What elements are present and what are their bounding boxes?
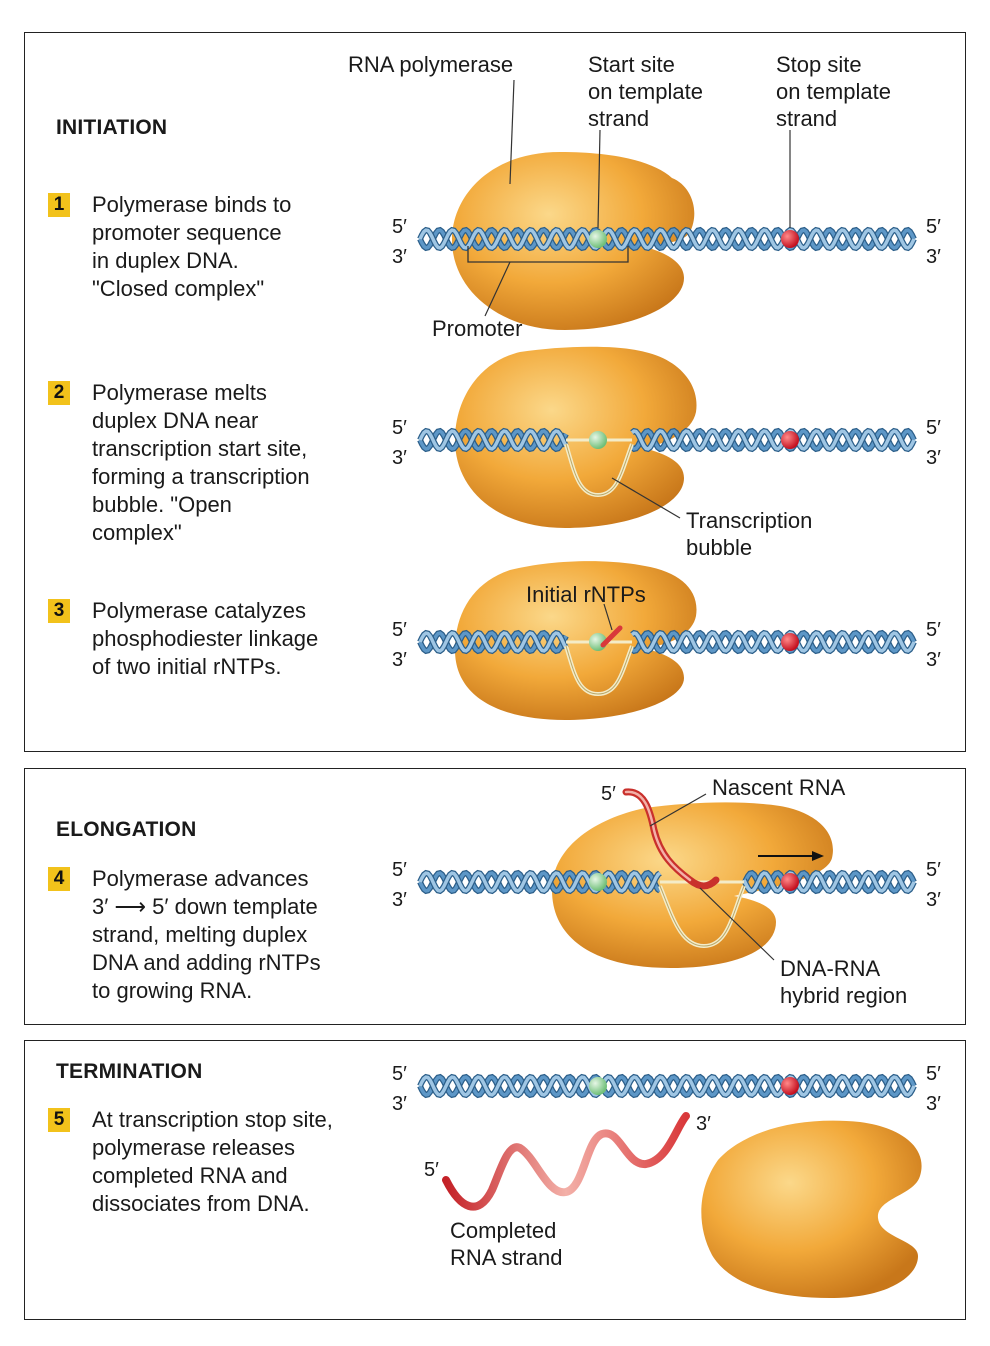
label-nascent-rna: Nascent RNA bbox=[712, 775, 846, 800]
start-site-marker bbox=[589, 1077, 607, 1095]
three-prime-label: 3′ bbox=[392, 649, 407, 671]
label-completed-rna-2: RNA strand bbox=[450, 1245, 563, 1270]
label-hybrid-region-1: DNA-RNA bbox=[780, 956, 881, 981]
five-prime-label: 5′ bbox=[926, 216, 941, 238]
label-transcription-bubble-1: Transcription bbox=[686, 508, 812, 533]
step-text: Polymerase advances 3′ ⟶ 5′ down templat… bbox=[92, 866, 321, 1003]
three-prime-label: 3′ bbox=[926, 246, 941, 268]
five-prime-label: 5′ bbox=[926, 859, 941, 881]
promoter-bracket bbox=[467, 246, 629, 263]
rna-polymerase-released bbox=[701, 1120, 922, 1298]
nascent-rna-highlight bbox=[624, 790, 692, 882]
five-prime-label: 5′ bbox=[392, 1063, 407, 1085]
label-completed-rna-5prime: 5′ bbox=[424, 1159, 439, 1181]
step-number-badge: 3 bbox=[48, 599, 70, 623]
three-prime-label: 3′ bbox=[392, 889, 407, 911]
three-prime-label: 3′ bbox=[926, 1093, 941, 1115]
dna-strand bbox=[418, 1075, 916, 1097]
five-prime-label: 5′ bbox=[926, 1063, 941, 1085]
three-prime-label: 3′ bbox=[392, 1093, 407, 1115]
dna-strand bbox=[630, 429, 916, 451]
label-start-site-1: Start site bbox=[588, 52, 675, 77]
label-transcription-bubble-2: bubble bbox=[686, 535, 752, 560]
five-prime-label: 5′ bbox=[926, 417, 941, 439]
stop-site-marker bbox=[781, 1077, 799, 1095]
five-prime-label: 5′ bbox=[392, 619, 407, 641]
dna-strand bbox=[418, 871, 662, 893]
label-nascent-rna-5prime: 5′ bbox=[601, 783, 616, 805]
three-prime-label: 3′ bbox=[926, 649, 941, 671]
leader-nascent-rna bbox=[649, 793, 707, 827]
step-number-badge: 4 bbox=[48, 867, 70, 891]
elongation-panel bbox=[24, 768, 966, 1025]
dna-duplex-step3 bbox=[417, 629, 917, 655]
leader-rna-polymerase bbox=[509, 79, 515, 185]
completed-rna-strand bbox=[442, 1112, 690, 1211]
label-stop-site-3: strand bbox=[776, 106, 837, 131]
dna-strand bbox=[630, 631, 916, 653]
elongation-heading: ELONGATION bbox=[56, 818, 197, 841]
label-completed-rna-1: Completed bbox=[450, 1218, 556, 1243]
step-text: Polymerase melts duplex DNA near transcr… bbox=[92, 380, 310, 545]
three-prime-label: 3′ bbox=[926, 447, 941, 469]
leader-hybrid-region bbox=[699, 887, 775, 961]
direction-arrowhead bbox=[812, 851, 824, 861]
start-site-marker bbox=[589, 230, 607, 248]
transcription-bubble-loop-outline bbox=[565, 443, 633, 496]
dna-duplex-step1 bbox=[417, 226, 917, 252]
initiation-heading: INITIATION bbox=[56, 116, 168, 139]
leader-start-site bbox=[597, 129, 601, 229]
dna-strand bbox=[742, 871, 916, 893]
stop-site-marker bbox=[781, 230, 799, 248]
step-number-badge: 1 bbox=[48, 193, 70, 217]
label-stop-site-2: on template bbox=[776, 79, 891, 104]
dna-duplex-step2 bbox=[417, 427, 917, 453]
termination-heading: TERMINATION bbox=[56, 1060, 203, 1083]
label-hybrid-region-2: hybrid region bbox=[780, 983, 907, 1008]
dna-strand bbox=[418, 429, 568, 451]
label-start-site-2: on template bbox=[588, 79, 703, 104]
start-site-marker bbox=[589, 431, 607, 449]
leader-transcription-bubble bbox=[611, 477, 681, 519]
dna-strand bbox=[418, 228, 916, 250]
five-prime-label: 5′ bbox=[392, 216, 407, 238]
initial-rntps-mark bbox=[600, 625, 623, 648]
label-stop-site-1: Stop site bbox=[776, 52, 862, 77]
three-prime-label: 3′ bbox=[926, 889, 941, 911]
dna-strand bbox=[418, 631, 568, 653]
step-text: Polymerase catalyzes phosphodiester link… bbox=[92, 598, 319, 679]
strand-end-labels: 5′ 3′ 5′ 3′ 5′ 3′ 5′ 3′ 5′ 3′ 5′ 3′ 5′ 3′ 5′ 3′ 5′ 3′ 5′ 3′ bbox=[392, 216, 941, 1115]
transcription-bubble-loop-outline bbox=[565, 645, 633, 695]
stop-site-marker bbox=[781, 633, 799, 651]
transcription-bubble-loop-outline bbox=[659, 885, 745, 947]
leader-promoter bbox=[484, 261, 511, 317]
step-text: Polymerase binds to promoter sequence in… bbox=[92, 192, 292, 301]
five-prime-label: 5′ bbox=[392, 417, 407, 439]
leader-initial-rntps bbox=[603, 603, 613, 631]
step-number-badge: 5 bbox=[48, 1108, 70, 1132]
dna-duplex-step4 bbox=[417, 869, 917, 895]
start-site-marker bbox=[589, 873, 607, 891]
five-prime-label: 5′ bbox=[926, 619, 941, 641]
label-promoter: Promoter bbox=[432, 316, 522, 341]
label-completed-rna-3prime: 3′ bbox=[696, 1113, 711, 1135]
label-rna-polymerase: RNA polymerase bbox=[348, 52, 513, 77]
dna-duplex-step5 bbox=[417, 1073, 917, 1099]
three-prime-label: 3′ bbox=[392, 246, 407, 268]
step-text: At transcription stop site, polymerase r… bbox=[92, 1107, 333, 1216]
label-initial-rntps: Initial rNTPs bbox=[526, 582, 646, 607]
three-prime-label: 3′ bbox=[392, 447, 407, 469]
label-start-site-3: strand bbox=[588, 106, 649, 131]
five-prime-label: 5′ bbox=[392, 859, 407, 881]
rna-polymerase-step2 bbox=[455, 346, 697, 528]
dna-strand bbox=[418, 429, 568, 451]
step-number-badge: 2 bbox=[48, 381, 70, 405]
dna-strand bbox=[418, 631, 568, 653]
stop-site-marker bbox=[781, 431, 799, 449]
stop-site-marker bbox=[781, 873, 799, 891]
